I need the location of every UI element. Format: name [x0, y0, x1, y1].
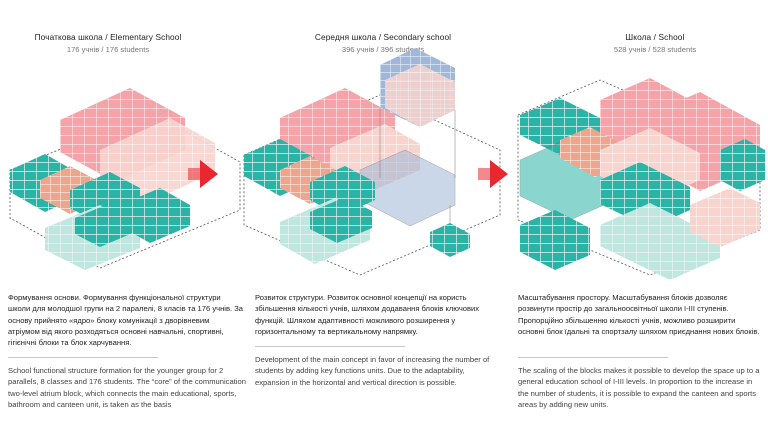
title-elementary: Початкова школа / Elementary School: [34, 32, 182, 42]
description-school-ua: Масштабування простору. Масштабування бл…: [518, 293, 760, 336]
subtitle-secondary: 396 учнів / 396 students: [341, 45, 425, 54]
description-secondary-en: Development of the main concept in favor…: [255, 355, 490, 387]
subtitle-elementary: 176 учнів / 176 students: [66, 45, 150, 54]
elementary-massing: [9, 88, 241, 270]
description-elementary-en: School functional structure formation fo…: [8, 366, 246, 409]
divider-elementary: [8, 357, 158, 358]
secondary-massing: [243, 48, 501, 276]
school-teal-block-3: [600, 162, 690, 228]
description-elementary-ua: Формування основи. Формування функціонал…: [8, 293, 244, 348]
elementary-teal-block-4: [120, 188, 190, 243]
school-light-block-2: [690, 188, 760, 247]
description-school-en: The scaling of the blocks makes it possi…: [518, 366, 760, 409]
arrow-right-icon: [188, 160, 218, 188]
subtitle-school: 528 учнів / 528 students: [613, 45, 697, 54]
divider-secondary: [255, 346, 405, 347]
school-teal-block-2: [720, 139, 765, 191]
divider-school: [518, 357, 668, 358]
school-teal-block-4: [520, 210, 590, 270]
title-secondary: Середня школа / Secondary school: [314, 32, 452, 42]
heading-elementary: Початкова школа / Elementary School 176 …: [8, 32, 208, 54]
school-massing: [517, 78, 765, 280]
secondary-teal-block-4: [430, 223, 470, 257]
heading-secondary: Середня школа / Secondary school 396 учн…: [283, 32, 483, 54]
title-school: Школа / School: [625, 32, 685, 42]
arrow-right-icon: [478, 160, 508, 188]
description-secondary-ua: Розвиток структури. Розвиток основної ко…: [255, 293, 480, 336]
secondary-teal-block-3: [310, 197, 372, 243]
school-growth-diagram: [9, 48, 765, 280]
school-mint-block: [600, 203, 720, 280]
heading-school: Школа / School 528 учнів / 528 students: [555, 32, 755, 54]
